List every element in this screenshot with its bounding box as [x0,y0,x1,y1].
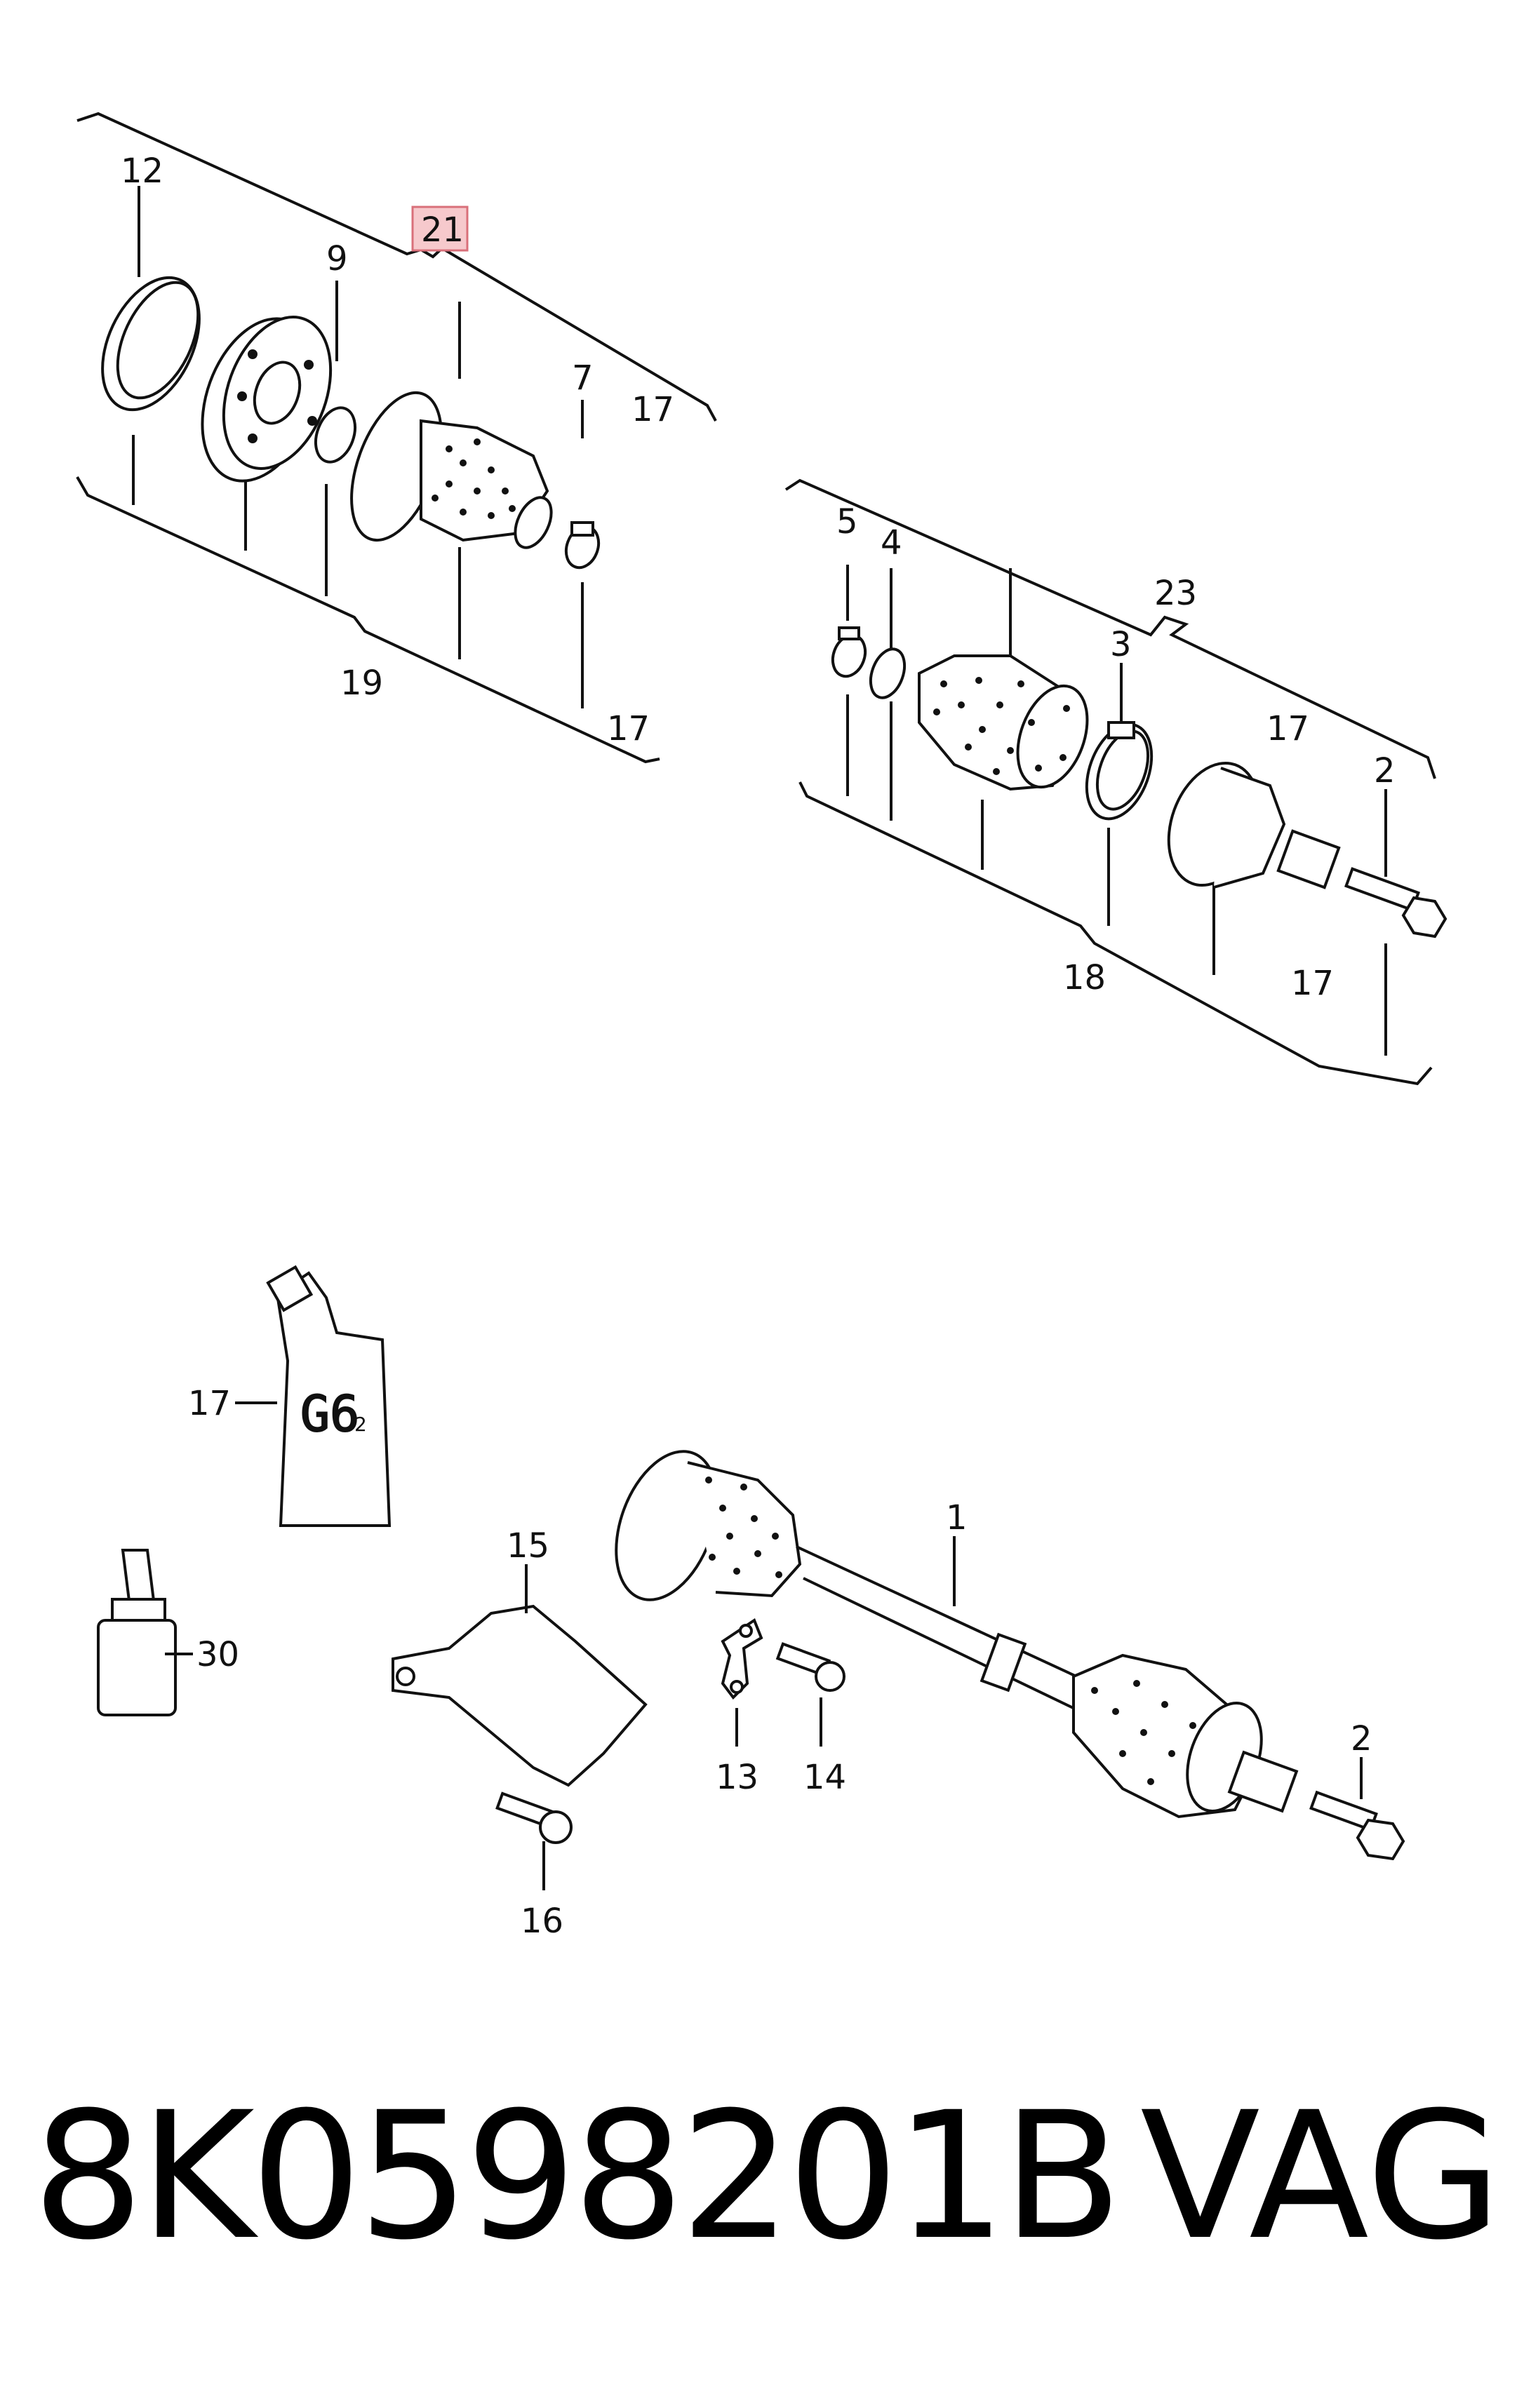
callout-17: 17 [631,390,674,429]
callout-13: 13 [716,1758,758,1797]
callout-23: 23 [1154,574,1197,613]
bracket [721,1617,763,1700]
callout-17: 17 [1266,709,1309,748]
hose-clamp [564,521,601,570]
grease-tube: G6 2 [266,1265,392,1527]
small-clamp [831,626,867,678]
assembly-group: G6 2 17 30 15 16 [97,1265,1405,1941]
callout-9: 9 [326,239,348,278]
bolt [1344,867,1448,939]
seal-ring [101,276,201,412]
washer [869,647,907,699]
inner-joint-group: 12 21 9 7 17 19 17 [76,112,717,764]
callout-7: 7 [572,358,594,398]
joint-housing [201,316,333,483]
callout-18: 18 [1063,958,1106,997]
callout-2: 2 [1351,1719,1372,1758]
outer-joint-group: 5 4 23 3 17 2 18 17 [784,478,1448,1086]
washer [314,406,357,464]
callout-15: 15 [507,1526,549,1566]
heat-shield [392,1604,648,1787]
band-clamp [1085,721,1154,821]
callout-17: 17 [1291,964,1334,1003]
callout-1: 1 [946,1498,968,1538]
bolt [1309,1790,1405,1861]
boot-with-flange [350,391,553,549]
bolt [495,1791,573,1844]
brand-name: VAG [1140,2074,1502,2278]
drive-shaft [615,1450,1299,1819]
callout-14: 14 [803,1758,846,1797]
callout-5: 5 [836,502,858,542]
callout-2: 2 [1374,751,1396,791]
callout-3: 3 [1110,625,1132,664]
callout-4: 4 [881,523,902,563]
highlight-box [411,206,469,252]
callout-12: 12 [121,152,163,191]
callout-17: 17 [188,1384,231,1423]
callout-19: 19 [340,664,383,703]
grease-tube-label-sub: 2 [354,1413,367,1436]
sealant-bottle [97,1549,177,1716]
callout-30: 30 [196,1635,239,1674]
grease-tube-label: G6 [300,1385,359,1443]
callout-16: 16 [521,1902,563,1941]
callout-17: 17 [607,709,650,748]
bolt [775,1642,845,1692]
part-number: 8K0598201B [32,2074,1123,2278]
callout-21: 21 [421,210,464,250]
outer-joint [1167,761,1341,889]
outer-boot [918,654,1089,791]
